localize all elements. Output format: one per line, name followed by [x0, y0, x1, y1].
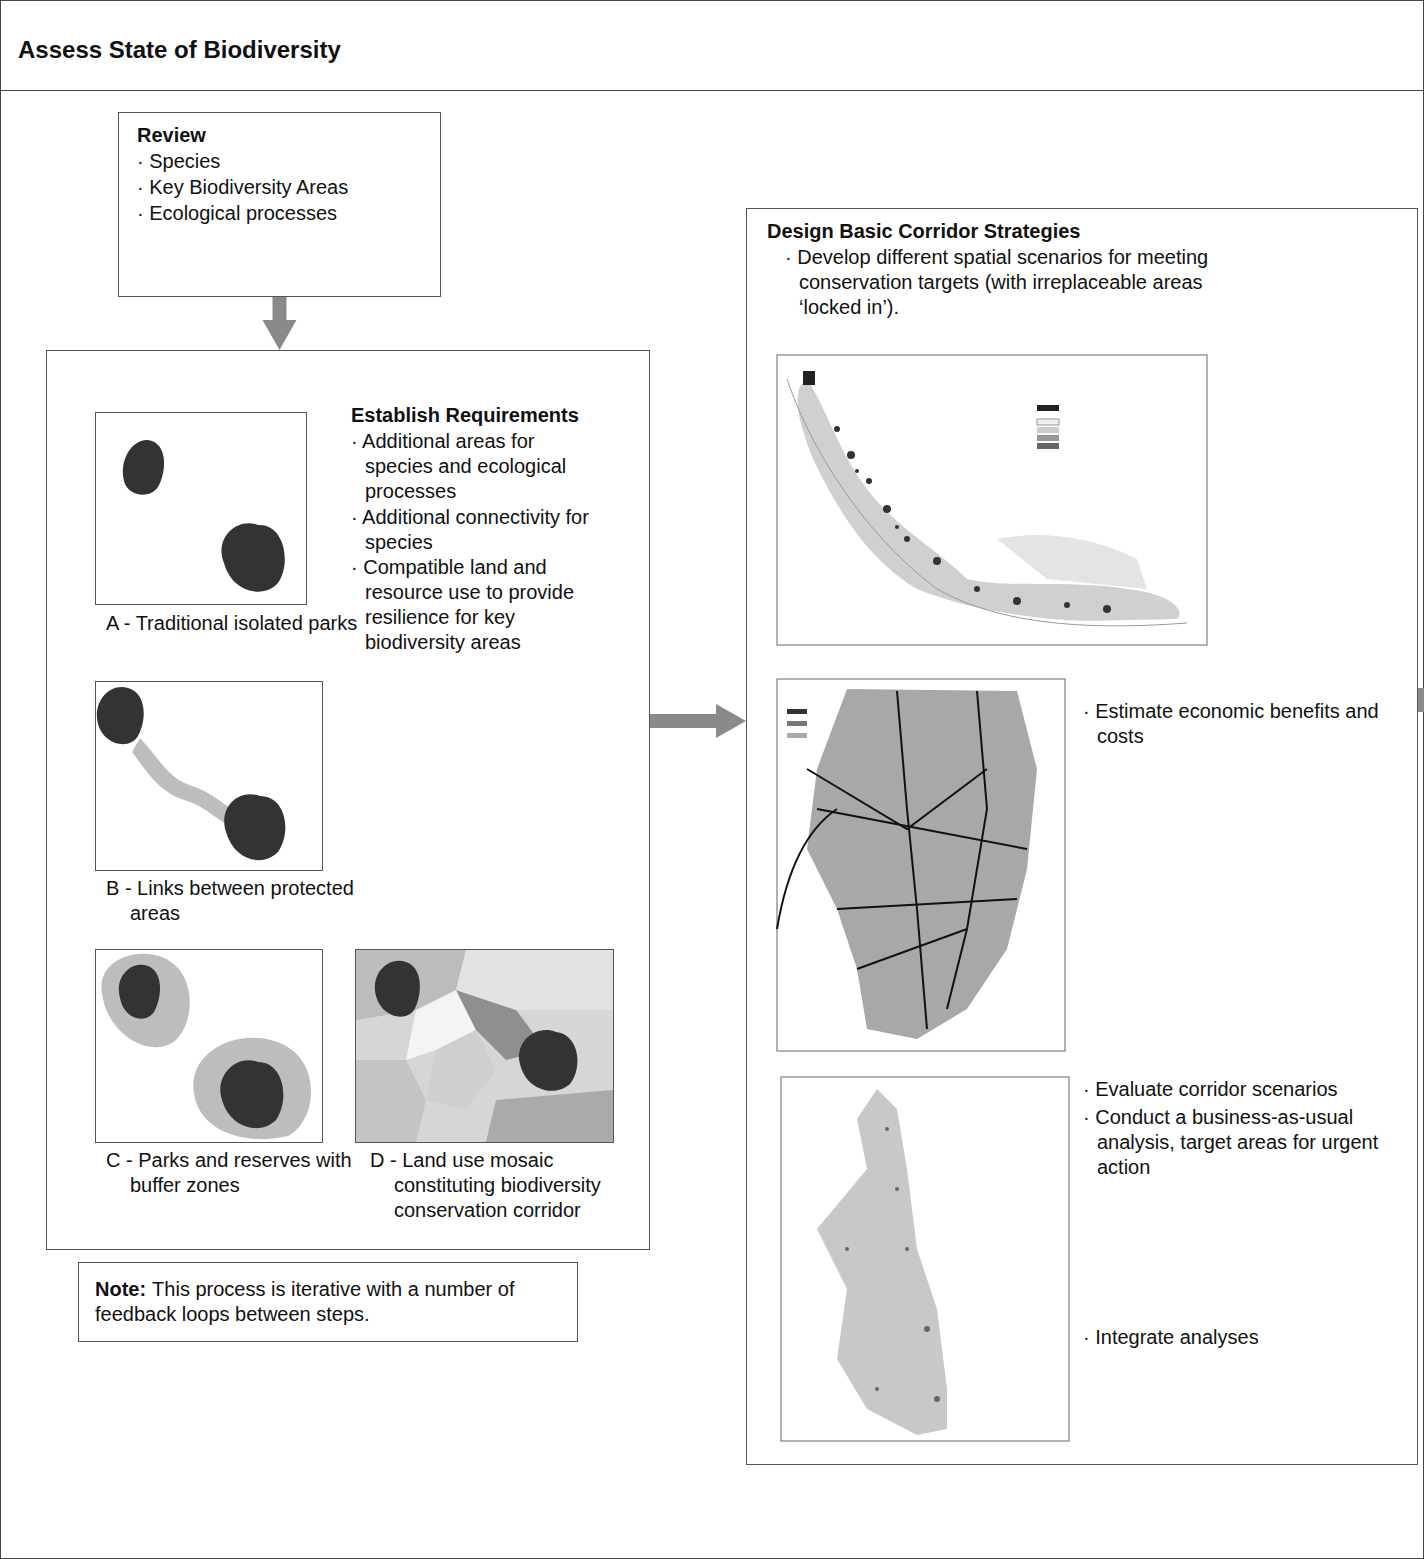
bullet-item: · Integrate analyses [1083, 1325, 1417, 1350]
panel-d: D - Land use mosaic constituting biodive… [355, 949, 614, 1143]
panel-caption: B - Links between protected areas [106, 876, 370, 926]
bullet-item: · Develop different spatial scenarios fo… [785, 245, 1249, 320]
bullet-item: · Ecological processes [137, 201, 441, 226]
title-rule [0, 90, 1424, 91]
bullet-item: · Compatible land and resource use to pr… [351, 555, 615, 655]
bullet-item: · Species [137, 149, 441, 174]
linked-parks-drawing [96, 682, 322, 870]
note-text: Note:This process is iterative with a nu… [95, 1277, 561, 1327]
map-figures [747, 209, 1419, 1466]
panel-c: C - Parks and reserves with buffer zones [95, 949, 323, 1143]
bullet-item: · Additional connectivity for species [351, 505, 605, 555]
land-use-mosaic-drawing [356, 950, 613, 1142]
business-as-usual-map [781, 1077, 1069, 1441]
panel-caption: D - Land use mosaic constituting biodive… [370, 1148, 644, 1223]
bullet-item: · Conduct a business-as-usual analysis, … [1083, 1105, 1417, 1180]
bullet-item: · Additional areas for species and ecolo… [351, 429, 605, 504]
panel-b: B - Links between protected areas [95, 681, 323, 871]
panel-caption: C - Parks and reserves with buffer zones [106, 1148, 370, 1198]
corridor-strategies-box: Design Basic Corridor Strategies· Develo… [746, 208, 1418, 1465]
review-box: Review· Species· Key Biodiversity Areas·… [118, 112, 441, 297]
flow-arrow [263, 297, 297, 350]
panel-a: A - Traditional isolated parks [95, 412, 307, 605]
irreplaceability-map [777, 355, 1207, 645]
flow-arrow [650, 704, 746, 738]
note-box: Note:This process is iterative with a nu… [78, 1262, 578, 1342]
box-heading: Establish Requirements [351, 403, 641, 428]
bullet-item: · Evaluate corridor scenarios [1083, 1077, 1417, 1102]
note-body: This process is iterative with a number … [95, 1278, 514, 1325]
bullet-item: · Estimate economic benefits and costs [1083, 699, 1417, 749]
box-heading: Design Basic Corridor Strategies [767, 219, 1367, 244]
outgoing-arrow-stub [1418, 688, 1424, 712]
requirements-box: Establish Requirements· Additional areas… [46, 350, 650, 1250]
note-label: Note: [95, 1278, 146, 1300]
economic-map [777, 679, 1065, 1051]
bullet-item: · Key Biodiversity Areas [137, 175, 441, 200]
isolated-parks-drawing [96, 413, 322, 605]
panel-caption: A - Traditional isolated parks [106, 611, 370, 636]
buffered-parks-drawing [96, 950, 322, 1142]
diagram-title: Assess State of Biodiversity [18, 36, 341, 64]
box-heading: Review [137, 123, 427, 148]
